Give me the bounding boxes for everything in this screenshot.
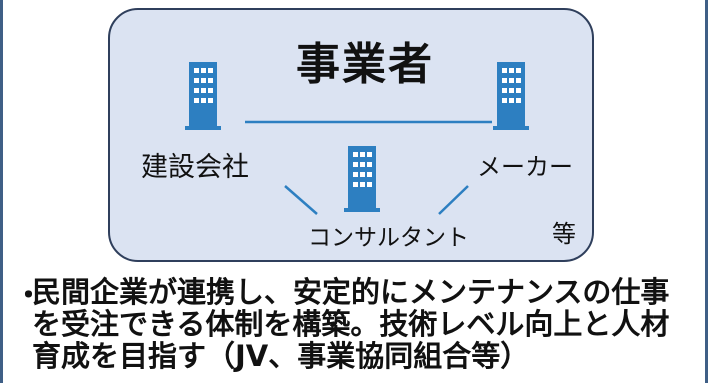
frame-right-border [705,0,708,383]
bullet-point: ・ 民間企業が連携し、安定的にメンテナンスの仕事 を受注できる体制を構築。技術レ… [14,276,704,372]
building-icon [344,146,380,212]
node-label-maker: メーカー [477,153,573,181]
link-kensetsu-consultant [284,185,318,215]
bullet-line: 育成を目指す（JV、事業協同組合等） [32,339,530,373]
bullet-line: 民間企業が連携し、安定的にメンテナンスの仕事 [32,275,670,309]
operators-box [108,8,594,262]
building-icon [493,62,529,130]
bullet-line: を受注できる体制を構築。技術レベル向上と人材 [32,307,670,341]
bullet-text: 民間企業が連携し、安定的にメンテナンスの仕事 を受注できる体制を構築。技術レベル… [32,276,704,372]
frame-left-border [0,0,3,383]
link-maker-consultant [438,185,469,215]
building-icon [185,62,221,130]
etc-label: 等 [552,220,576,248]
node-label-consultant: コンサルタント [308,225,469,251]
bullet-mark: ・ [14,278,44,312]
node-label-kensetsu: 建設会社 [141,152,249,183]
diagram-title: 事業者 [296,39,434,90]
